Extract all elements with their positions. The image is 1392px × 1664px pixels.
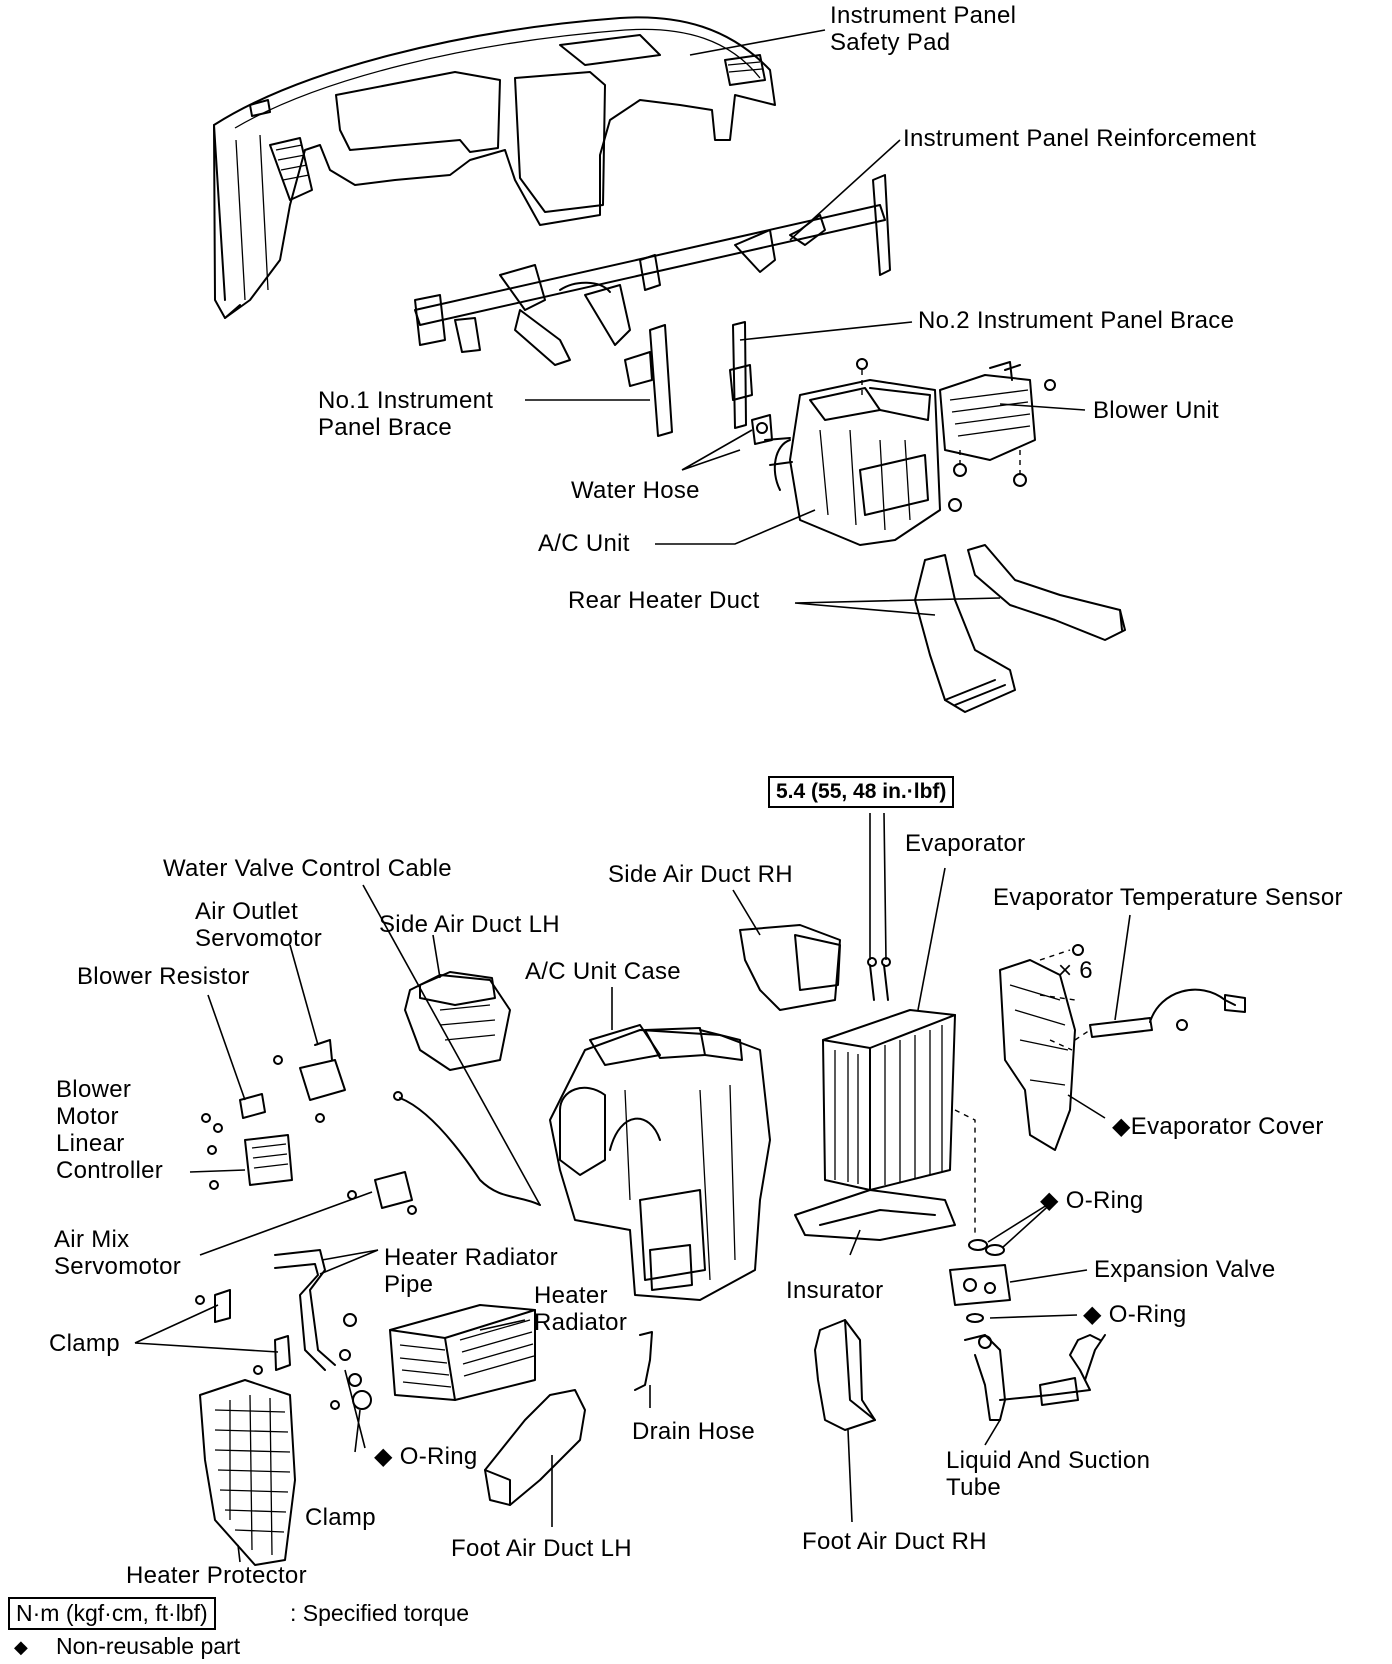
instrument-panel-safety-pad-drawing [213, 16, 776, 319]
label-liquid-and-suction-tube: Liquid And Suction Tube [946, 1447, 1150, 1501]
label-o-ring-upper: ◆ O-Ring [1040, 1187, 1144, 1214]
label-ac-unit: A/C Unit [538, 530, 630, 557]
label-air-outlet-servomotor: Air Outlet Servomotor [195, 898, 322, 952]
label-line: Controller [56, 1157, 164, 1184]
label-o-ring-middle: ◆ O-Ring [1083, 1301, 1187, 1328]
label-line: Heater [534, 1282, 608, 1309]
legend-nonreusable-text: Non-reusable part [56, 1633, 241, 1659]
label-water-hose: Water Hose [571, 477, 700, 504]
drain-hose-drawing [634, 1331, 653, 1391]
label-line: Panel Brace [318, 414, 453, 441]
label-insurator: Insurator [786, 1277, 884, 1304]
servomotors-and-controllers-drawing [201, 1039, 417, 1215]
label-line: Radiator [534, 1309, 628, 1336]
ac-unit-assembled-drawing [764, 358, 941, 546]
instrument-panel-braces-drawing [624, 321, 753, 437]
clamps-drawing [195, 1289, 372, 1410]
label-ac-unit-case: A/C Unit Case [525, 958, 681, 985]
label-line: Blower [56, 1076, 132, 1103]
label-line: Safety Pad [830, 29, 951, 56]
top-leader-lines [525, 29, 1086, 616]
label-line: No.1 Instrument [318, 387, 494, 414]
label-evaporator: Evaporator [905, 830, 1026, 857]
label-clamp-bottom: Clamp [305, 1504, 376, 1531]
label-line: Heater Radiator [384, 1244, 558, 1271]
liquid-and-suction-tube-drawing [964, 1334, 1106, 1421]
legend-torque-box: N·m (kgf·cm, ft·lbf) [8, 1597, 216, 1630]
label-line: Air Mix [54, 1226, 130, 1253]
label-line: Servomotor [195, 925, 323, 952]
label-o-ring-lower: ◆ O-Ring [374, 1443, 478, 1470]
label-drain-hose: Drain Hose [632, 1418, 756, 1445]
label-line: Linear [56, 1130, 125, 1157]
label-foot-air-duct-rh: Foot Air Duct RH [802, 1528, 987, 1555]
label-line: Instrument Panel [830, 2, 1017, 29]
label-blower-resistor: Blower Resistor [77, 963, 250, 990]
label-line: Motor [56, 1103, 119, 1130]
evaporator-temperature-sensor-drawing [1074, 988, 1246, 1041]
label-foot-air-duct-lh: Foot Air Duct LH [451, 1535, 632, 1562]
label-expansion-valve: Expansion Valve [1094, 1256, 1276, 1283]
heater-protector-drawing [199, 1379, 296, 1566]
label-side-air-duct-rh: Side Air Duct RH [608, 861, 793, 888]
foot-air-duct-rh-drawing [814, 1319, 876, 1431]
label-times-six: × 6 [1058, 957, 1093, 984]
label-line: Tube [946, 1474, 1002, 1501]
water-valve-control-cable-drawing [393, 1091, 541, 1206]
label-air-mix-servomotor: Air Mix Servomotor [54, 1226, 181, 1280]
blower-unit-drawing [939, 361, 1056, 512]
foot-air-duct-lh-drawing [484, 1389, 586, 1506]
label-heater-protector: Heater Protector [126, 1562, 307, 1589]
legend-nonreusable-symbol: ◆ [14, 1637, 28, 1657]
insurator-drawing [794, 1189, 956, 1241]
label-rear-heater-duct: Rear Heater Duct [568, 587, 760, 614]
legend-torque-text: : Specified torque [290, 1600, 470, 1626]
torque-spec-box: 5.4 (55, 48 in.·lbf) [768, 776, 955, 808]
heater-radiator-pipe-drawing [274, 1249, 362, 1387]
label-heater-radiator-pipe: Heater Radiator Pipe [384, 1244, 558, 1298]
expansion-valve-drawing [949, 1239, 1011, 1323]
evaporator-drawing [822, 957, 976, 1235]
ac-unit-case-drawing [549, 1024, 771, 1301]
water-hose-drawing [751, 414, 773, 445]
label-line: Air Outlet [195, 898, 299, 925]
label-heater-radiator: Heater Radiator [534, 1282, 627, 1336]
label-side-air-duct-lh: Side Air Duct LH [379, 911, 560, 938]
rear-heater-duct-drawing [914, 544, 1126, 713]
label-evaporator-temperature-sensor: Evaporator Temperature Sensor [993, 884, 1343, 911]
evaporator-cover-drawing [999, 944, 1084, 1151]
heater-radiator-drawing [389, 1304, 536, 1401]
label-line: Pipe [384, 1271, 434, 1298]
side-air-duct-lh-drawing [404, 971, 511, 1071]
label-line: Servomotor [54, 1253, 182, 1280]
label-blower-motor-linear-controller: Blower Motor Linear Controller [56, 1076, 163, 1184]
label-instrument-panel-reinforcement: Instrument Panel Reinforcement [903, 125, 1257, 152]
label-no2-instrument-panel-brace: No.2 Instrument Panel Brace [918, 307, 1235, 334]
bottom-leader-lines [134, 812, 1131, 1563]
label-water-valve-control-cable: Water Valve Control Cable [163, 855, 452, 882]
instrument-panel-reinforcement-drawing [414, 174, 891, 366]
label-instrument-panel-safety-pad: Instrument Panel Safety Pad [830, 2, 1016, 56]
label-clamp-left: Clamp [49, 1330, 120, 1357]
label-no1-instrument-panel-brace: No.1 Instrument Panel Brace [318, 387, 493, 441]
side-air-duct-rh-drawing [739, 924, 841, 1011]
label-blower-unit: Blower Unit [1093, 397, 1220, 424]
label-evaporator-cover: ◆Evaporator Cover [1112, 1113, 1324, 1140]
label-line: Liquid And Suction [946, 1447, 1151, 1474]
